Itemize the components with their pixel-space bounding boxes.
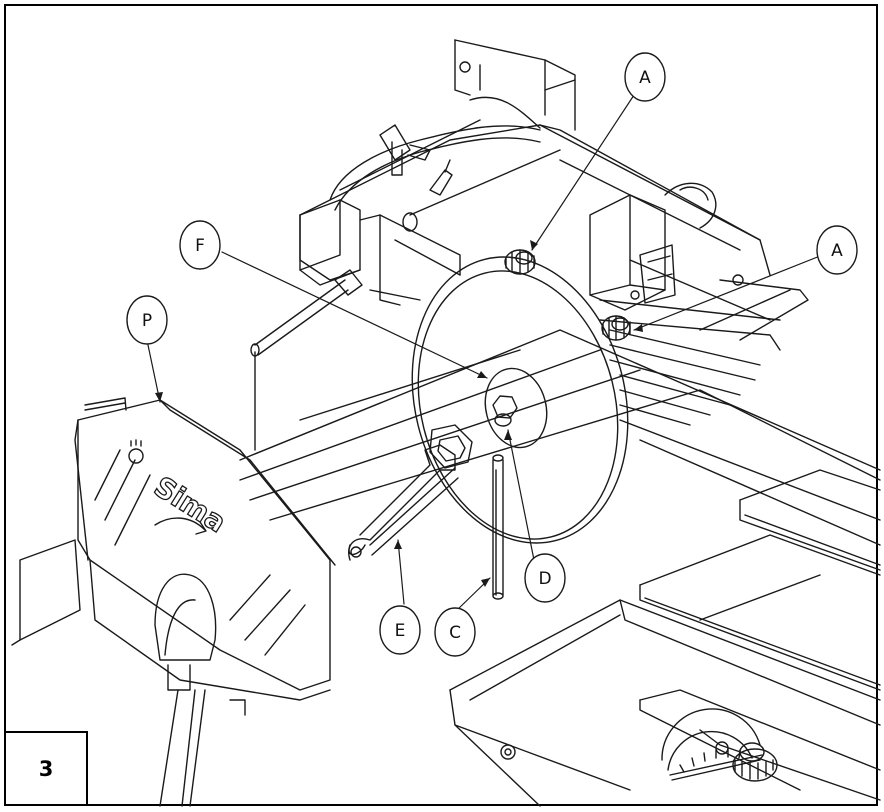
callout-label: C (449, 623, 461, 643)
guard-arm (359, 212, 461, 306)
callout-a-top: A (624, 52, 666, 102)
rail-beam (239, 329, 881, 546)
top-bracket (454, 39, 576, 131)
junction-box (299, 199, 361, 286)
lock-knob (732, 742, 778, 782)
callout-label: E (395, 621, 406, 641)
callout-a-right: A (816, 225, 858, 275)
callout-c: C (434, 607, 476, 657)
adjustment-knob (601, 315, 631, 341)
support-legs (159, 664, 246, 807)
water-nozzle (429, 159, 453, 196)
callout-label: P (142, 311, 152, 331)
leader-lines (147, 91, 821, 613)
water-hose (329, 96, 541, 211)
brand-logo-text: Sima (148, 470, 232, 539)
water-valve (379, 124, 431, 176)
leader-arrowheads (155, 240, 643, 587)
side-table (639, 469, 881, 691)
callout-label: A (831, 241, 843, 261)
coolant-pipe (250, 269, 363, 451)
locking-pin (492, 454, 504, 600)
callout-f: F (179, 220, 221, 270)
front-table (449, 599, 881, 807)
callout-d: D (524, 553, 566, 603)
callout-label: D (538, 569, 551, 589)
diamond-blade (411, 256, 629, 544)
figure-number-box: 3 (4, 731, 88, 806)
wrench (348, 424, 473, 561)
callout-p: P (126, 295, 168, 345)
callout-label: A (639, 68, 651, 88)
figure-number: 3 (38, 756, 54, 781)
blade-guard (11, 397, 336, 701)
flange-nut (492, 395, 518, 427)
motor-housing (299, 119, 809, 426)
callout-label: F (195, 236, 205, 256)
switch-box (589, 182, 744, 311)
callout-e: E (379, 605, 421, 655)
